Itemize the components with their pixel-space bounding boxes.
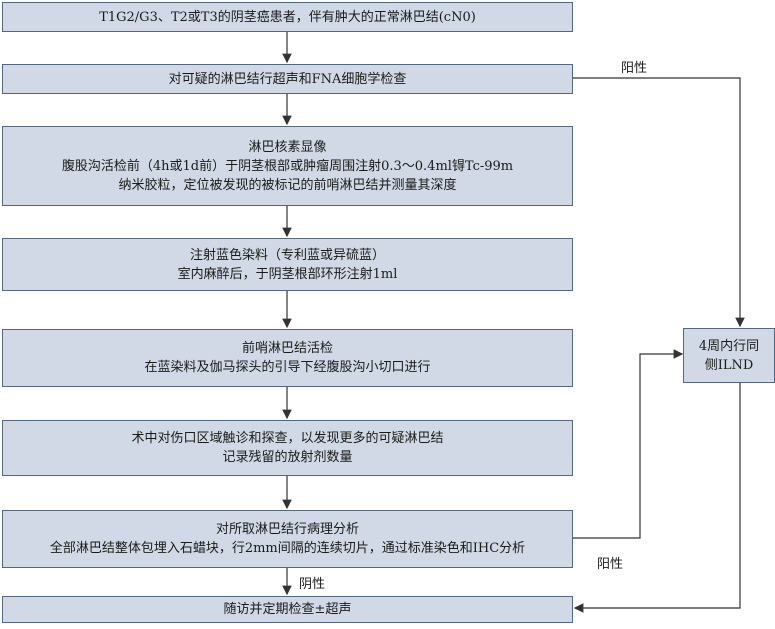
step-box-ultrasound-fna: 对可疑的淋巴结行超声和FNA细胞学检查 [2, 64, 573, 94]
step-text: 全部淋巴结整体包埋入石蜡块，行2mm间隔的连续切片，通过标准染色和IHC分析 [49, 541, 526, 556]
step-box-intraop-exploration: 术中对伤口区域触诊和探查，以发现更多的可疑淋巴结 记录残留的放射剂数量 [2, 420, 573, 476]
step-text: T1G2/G3、T2或T3的阴茎癌患者，伴有肿大的正常淋巴结(cN0) [99, 9, 476, 25]
step-title: 淋巴核素显像 [248, 139, 327, 155]
step-text: 腹股沟活检前（4h或1d前）于阴茎根部或肿瘤周围注射0.3～0.4ml锝Tc-9… [61, 158, 514, 174]
side-text: 侧ILND [704, 357, 754, 373]
step-title: 术中对伤口区域触诊和探查，以发现更多的可疑淋巴结 [131, 431, 444, 446]
step-text: 随访并定期检查±超声 [223, 602, 352, 617]
side-box-ilnd: 4周内行同 侧ILND [683, 328, 775, 383]
arrow-side-to-followup [573, 383, 741, 613]
arrow-positive-top [573, 77, 745, 328]
step-box-follow-up: 随访并定期检查±超声 [2, 596, 573, 623]
step-text: 记录残留的放射剂数量 [222, 450, 353, 465]
side-text: 4周内行同 [698, 338, 760, 354]
step-box-lymphoscintigraphy: 淋巴核素显像 腹股沟活检前（4h或1d前）于阴茎根部或肿瘤周围注射0.3～0.4… [2, 126, 573, 206]
step-title: 注射蓝色染料（专利蓝或异硫蓝） [189, 247, 385, 263]
edge-label-positive-bottom: 阳性 [597, 557, 624, 572]
step-text: 纳米胶粒，定位被发现的被标记的前哨淋巴结并测量其深度 [118, 177, 457, 193]
step-title: 对所取淋巴结行病理分析 [215, 522, 359, 537]
step-text: 对可疑的淋巴结行超声和FNA细胞学检查 [168, 71, 407, 87]
arrow-positive-bottom [573, 349, 684, 539]
step-box-pathology: 对所取淋巴结行病理分析 全部淋巴结整体包埋入石蜡块，行2mm间隔的连续切片，通过… [2, 510, 573, 568]
step-text: 室内麻醉后，于阴茎根部环形注射1ml [177, 266, 398, 282]
step-box-sentinel-biopsy: 前哨淋巴结活检 在蓝染料及伽马探头的引导下经腹股沟小切口进行 [2, 329, 573, 387]
edge-label-positive-top: 阳性 [621, 61, 648, 76]
step-box-patient-selection: T1G2/G3、T2或T3的阴茎癌患者，伴有肿大的正常淋巴结(cN0) [2, 2, 573, 32]
step-box-blue-dye: 注射蓝色染料（专利蓝或异硫蓝） 室内麻醉后，于阴茎根部环形注射1ml [2, 238, 573, 291]
step-title: 前哨淋巴结活检 [241, 341, 333, 356]
edge-label-negative: 阴性 [299, 577, 326, 592]
step-text: 在蓝染料及伽马探头的引导下经腹股沟小切口进行 [144, 360, 431, 375]
